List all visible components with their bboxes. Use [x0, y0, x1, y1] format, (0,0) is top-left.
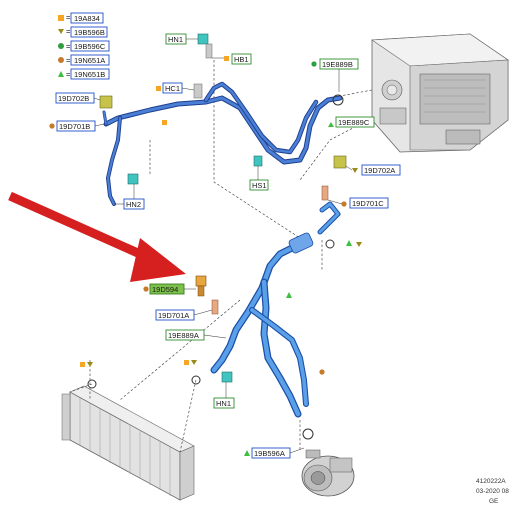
callout-label: 19D702B [58, 94, 89, 103]
legend: = 19A834 = 19B596B = 19B596C = 19N651A =… [58, 12, 110, 80]
callout-label: 19D701A [158, 311, 189, 320]
legend-code: 19A834 [74, 14, 100, 23]
square-icon [58, 15, 64, 21]
legend-code: 19N651A [74, 56, 105, 65]
label-box [70, 12, 104, 24]
callout-label: HS1 [252, 181, 267, 190]
callout-label: 19D701B [59, 122, 90, 131]
callout-19e889b: 19E889B [311, 58, 359, 92]
evaporator-housing-icon [371, 33, 509, 153]
label-box [70, 40, 110, 52]
callout-label: HN1 [216, 399, 231, 408]
legend-item: = 19N651A [58, 54, 110, 66]
callout-label: HN1 [168, 35, 183, 44]
legend-code: 19N651B [74, 70, 105, 79]
legend-code: 19B596B [74, 28, 105, 37]
suction-pipe-upper [102, 81, 343, 206]
pressure-switch-icon [195, 275, 207, 297]
liquid-hose-lower [210, 201, 341, 418]
legend-item: = 19N651B [58, 68, 110, 80]
label-box [70, 68, 110, 80]
label-box [70, 26, 108, 38]
callout-label: 19D701C [352, 199, 384, 208]
figure-reference: 4120222A 03-2020 08 GE [476, 478, 509, 505]
triangle-up-icon [58, 71, 64, 77]
svg-text:=: = [66, 27, 71, 36]
callout-label: HB1 [234, 55, 249, 64]
circle-icon [58, 57, 64, 63]
callout-19e889a: 19E889A [165, 329, 227, 341]
callout-hn1-top: HN1 [165, 33, 198, 45]
legend-item: = 19B596B [58, 26, 108, 38]
callout-label: 19D594 [152, 285, 178, 294]
figure-region: GE [489, 498, 499, 505]
callout-hs1: HS1 [249, 166, 269, 191]
callout-label: HC1 [165, 84, 180, 93]
callout-label: 19B596A [254, 449, 285, 458]
symbol-markers [80, 240, 362, 375]
svg-text:=: = [66, 70, 71, 79]
callout-label: 19E889B [322, 60, 353, 69]
callout-label: 19D702A [364, 166, 395, 175]
fittings [87, 33, 347, 440]
callout-label: 19E889A [168, 331, 199, 340]
callout-hn1-bottom: HN1 [213, 382, 235, 409]
warning-arrow-icon [8, 191, 186, 282]
legend-code: 19B596C [74, 42, 106, 51]
callout-label: 19E889C [338, 118, 370, 127]
legend-item: = 19B596C [58, 40, 110, 52]
compressor-icon [301, 449, 355, 497]
svg-text:=: = [66, 13, 71, 22]
condenser-icon [61, 385, 195, 501]
callout-19e889c: 19E889C [328, 116, 375, 128]
callout-19d701c: 19D701C [327, 197, 389, 209]
callout-hb1: HB1 [212, 53, 252, 65]
callout-label: HN2 [126, 200, 141, 209]
callout-19d701b: 19D701B [49, 120, 105, 132]
callout-hc1: HC1 [156, 82, 195, 125]
figure-ref: 4120222A [476, 478, 506, 485]
callout-19b596a: 19B596A [244, 447, 305, 459]
label-box [70, 54, 110, 66]
svg-text:=: = [66, 42, 71, 51]
callout-19d594: 19D594 [143, 283, 196, 295]
callout-19d702a: 19D702A [345, 164, 401, 176]
svg-text:=: = [66, 56, 71, 65]
circle-icon [58, 43, 64, 49]
callout-19d702b: 19D702B [55, 92, 101, 104]
callout-hn2: HN2 [114, 184, 145, 210]
triangle-down-icon [58, 29, 64, 34]
legend-item: = 19A834 [58, 12, 104, 24]
figure-date: 03-2020 08 [476, 488, 509, 495]
callout-19d701a: 19D701A [155, 309, 213, 321]
